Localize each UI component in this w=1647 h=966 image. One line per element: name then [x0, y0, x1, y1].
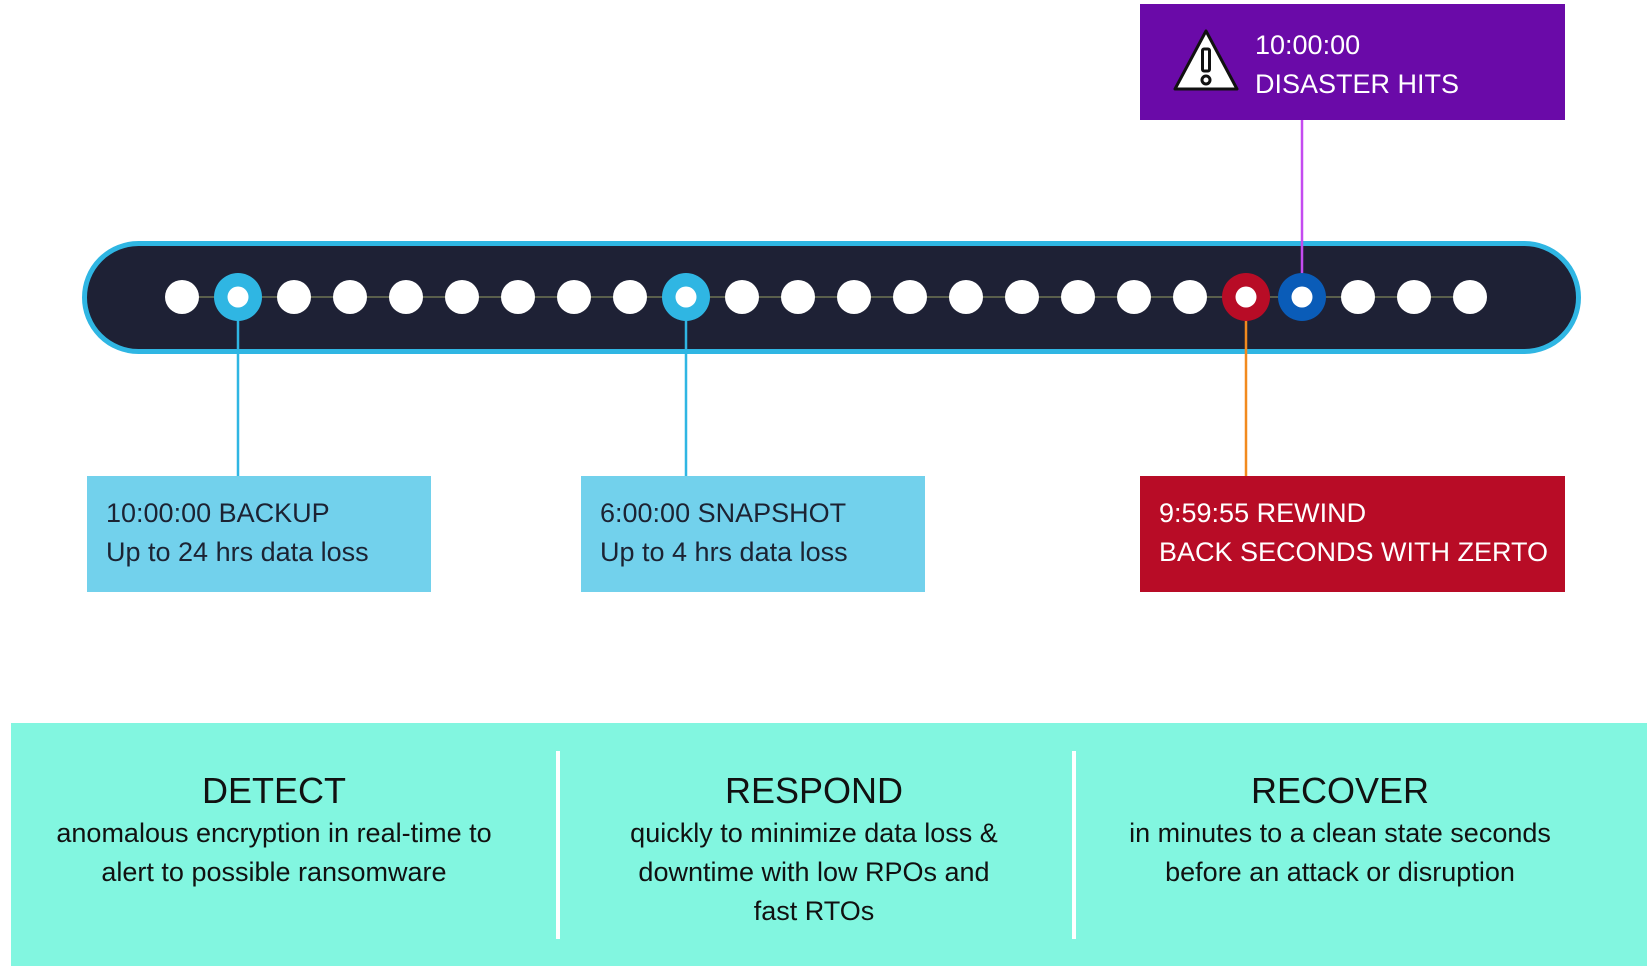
timeline-dot — [613, 280, 647, 314]
step-title: RECOVER — [1250, 770, 1430, 811]
timeline-dot — [725, 280, 759, 314]
disaster-time: 10:00:00 — [1255, 30, 1361, 60]
step-description-line: quickly to minimize data loss & — [630, 818, 998, 848]
step-description-line: anomalous encryption in real-time to — [56, 818, 492, 848]
timeline-dot — [949, 280, 983, 314]
backup-callout: 10:00:00 BACKUP Up to 24 hrs data loss — [87, 476, 431, 592]
step-title: RESPOND — [724, 770, 904, 811]
step-description-line: before an attack or disruption — [1165, 857, 1515, 887]
timeline-dot — [1005, 280, 1039, 314]
snapshot-callout: 6:00:00 SNAPSHOT Up to 4 hrs data loss — [581, 476, 925, 592]
timeline-dot — [1173, 280, 1207, 314]
timeline-dot — [1061, 280, 1095, 314]
step-description-line: alert to possible ransomware — [101, 857, 447, 887]
timeline-dot — [445, 280, 479, 314]
timeline-dot — [1117, 280, 1151, 314]
backup-title: 10:00:00 BACKUP — [106, 498, 330, 528]
backup-detail: Up to 24 hrs data loss — [106, 537, 369, 567]
timeline-dot — [1453, 280, 1487, 314]
timeline-dot — [333, 280, 367, 314]
step-title: DETECT — [202, 770, 346, 811]
timeline-dot — [389, 280, 423, 314]
rewind-marker-center — [1235, 286, 1257, 308]
snapshot-title: 6:00:00 SNAPSHOT — [600, 498, 847, 528]
steps-band: DETECT anomalous encryption in real-time… — [11, 723, 1647, 966]
rewind-detail: BACK SECONDS WITH ZERTO — [1159, 537, 1549, 567]
timeline-dot — [837, 280, 871, 314]
step-description-line: in minutes to a clean state seconds — [1129, 818, 1551, 848]
timeline-dot — [893, 280, 927, 314]
step-recover: RECOVER in minutes to a clean state seco… — [1080, 769, 1600, 891]
step-detect: DETECT anomalous encryption in real-time… — [14, 769, 534, 891]
timeline-dot — [165, 280, 199, 314]
timeline-dot — [1341, 280, 1375, 314]
backup-marker-center — [227, 286, 249, 308]
step-description-line: fast RTOs — [753, 896, 875, 926]
snapshot-marker-center — [675, 286, 697, 308]
timeline-dot — [781, 280, 815, 314]
step-description-line: downtime with low RPOs and — [638, 857, 990, 887]
timeline-dot — [501, 280, 535, 314]
rewind-callout: 9:59:55 REWIND BACK SECONDS WITH ZERTO — [1140, 476, 1565, 592]
snapshot-detail: Up to 4 hrs data loss — [600, 537, 848, 567]
disaster-label: DISASTER HITS — [1255, 69, 1460, 99]
disaster-callout: 10:00:00 DISASTER HITS — [1140, 4, 1565, 120]
step-divider — [1072, 751, 1076, 939]
warning-icon — [1173, 29, 1239, 91]
step-divider — [556, 751, 560, 939]
timeline-dot — [557, 280, 591, 314]
step-respond: RESPOND quickly to minimize data loss & … — [554, 769, 1074, 930]
timeline-dot — [277, 280, 311, 314]
rewind-title: 9:59:55 REWIND — [1159, 498, 1367, 528]
disaster-marker-center — [1291, 286, 1313, 308]
timeline-dots — [165, 273, 1487, 321]
timeline-dot — [1397, 280, 1431, 314]
